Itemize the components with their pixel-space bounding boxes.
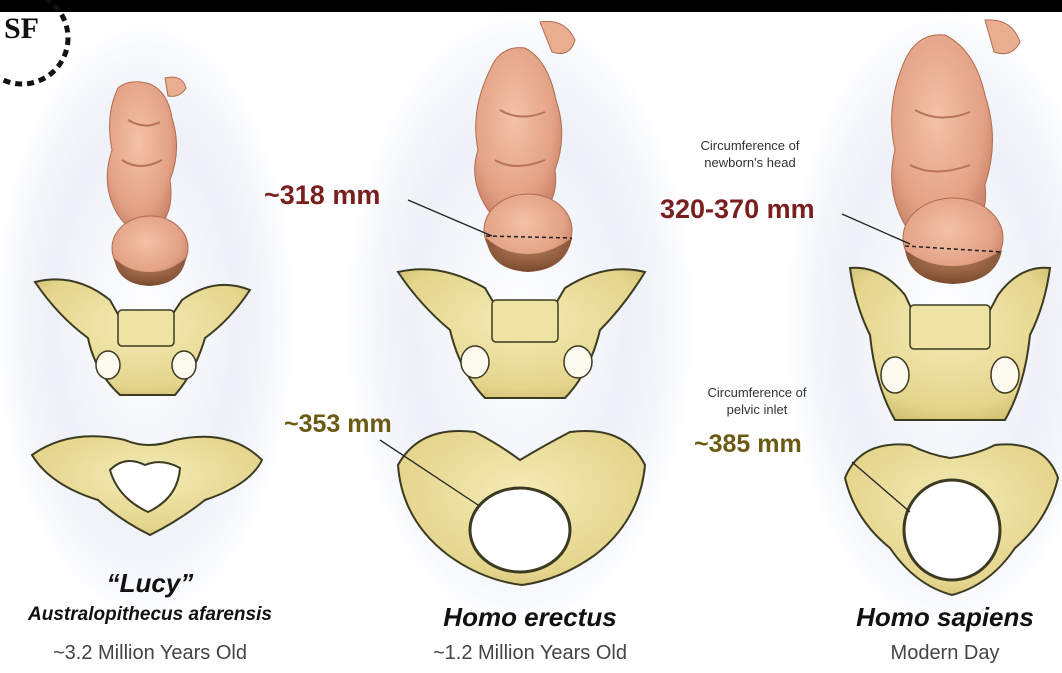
logo-text: SF	[4, 12, 39, 45]
sapiens-inlet-measurement: ~385 mm	[694, 430, 802, 459]
erectus-age: ~1.2 Million Years Old	[380, 642, 680, 665]
sapiens-title: Homo sapiens	[830, 602, 1060, 633]
erectus-title: Homo erectus	[400, 602, 660, 633]
head-note-line-1: Circumference of	[672, 137, 828, 154]
lucy-subtitle: Australopithecus afarensis	[0, 604, 300, 626]
sapiens-age: Modern Day	[840, 642, 1050, 665]
inlet-circumference-note: Circumference of pelvic inlet	[682, 384, 832, 418]
erectus-head-measurement: ~318 mm	[264, 180, 380, 211]
lucy-title: “Lucy”	[60, 568, 240, 599]
lucy-age: ~3.2 Million Years Old	[0, 642, 300, 665]
inlet-note-line-2: pelvic inlet	[682, 401, 832, 418]
inlet-note-line-1: Circumference of	[682, 384, 832, 401]
top-bar	[0, 0, 1062, 12]
sapiens-head-measurement: 320-370 mm	[660, 194, 815, 225]
head-circumference-note: Circumference of newborn's head	[672, 137, 828, 171]
head-note-line-2: newborn's head	[672, 154, 828, 171]
erectus-inlet-measurement: ~353 mm	[284, 410, 392, 439]
